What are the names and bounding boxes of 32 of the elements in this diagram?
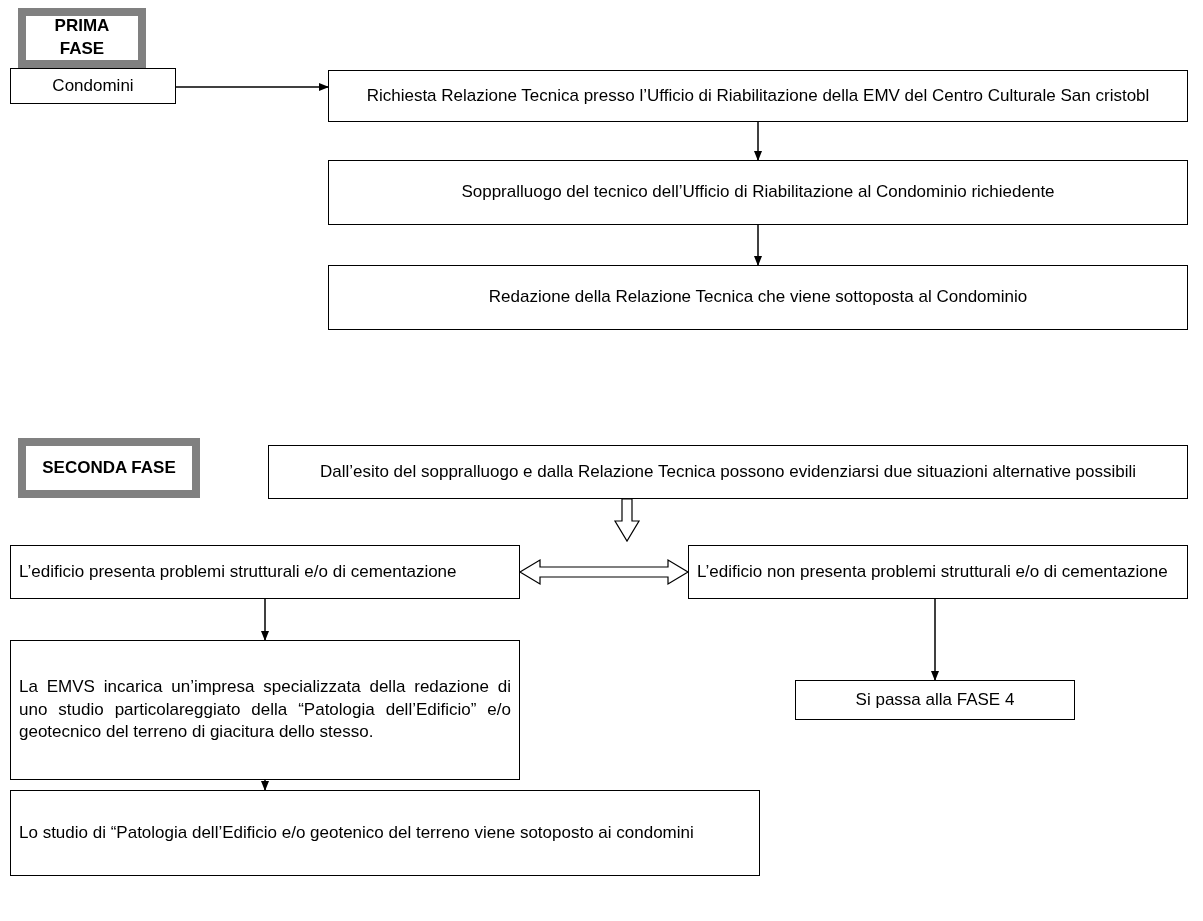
process-box <box>688 545 1188 599</box>
box-text: Condomini <box>52 74 134 97</box>
process-box <box>10 545 520 599</box>
process-box <box>328 70 1188 122</box>
hollow-arrow <box>613 498 641 543</box>
box-text: PRIMA FASE <box>53 15 111 60</box>
process-box <box>10 68 176 104</box>
arrow <box>175 83 329 91</box>
box-text: Richiesta Relazione Tecnica presso l’Ufficio di Riabilitazione della EMV del Centro Culturale San cristobl <box>366 84 1150 107</box>
process-box <box>328 160 1188 225</box>
arrow <box>931 598 939 681</box>
box-text: Soppralluogo del tecnico dell’Ufficio di Riabilitazione al Condominio richiedente <box>461 181 1055 204</box>
box-text: Dall’esito del soppralluogo e dalla Relazione Tecnica possono evidenziarsi due situazioni alternative possibili <box>319 460 1137 483</box>
process-box <box>268 445 1188 499</box>
box-text: SECONDA FASE <box>42 456 176 479</box>
box-text: L’edificio non presenta problemi strutturali e/o di cementazione <box>697 560 1168 583</box>
phase-header-box <box>18 438 200 498</box>
process-box <box>795 680 1075 720</box>
process-box <box>10 640 520 780</box>
phase-header-box <box>18 8 146 68</box>
arrow <box>754 224 762 266</box>
process-box <box>10 790 760 876</box>
arrow <box>261 598 269 641</box>
box-text: La EMVS incarica un’impresa specializzata della redazione di uno studio particolareggiato della “Patologia dell’Edificio” e/o geotecnico del terreno di giacitura dello stesso. <box>19 675 511 744</box>
box-text: Lo studio di “Patologia dell’Edificio e/o geotenico del terreno viene sotoposto ai condomini <box>19 821 694 844</box>
box-text: Redazione della Relazione Tecnica che viene sottoposta al Condominio <box>488 286 1028 309</box>
arrow <box>261 779 269 791</box>
process-box <box>328 265 1188 330</box>
arrow <box>754 121 762 161</box>
box-text: Si passa alla FASE 4 <box>855 688 1015 711</box>
box-text: L’edificio presenta problemi strutturali e/o di cementazione <box>19 560 457 583</box>
hollow-arrow <box>518 558 690 586</box>
